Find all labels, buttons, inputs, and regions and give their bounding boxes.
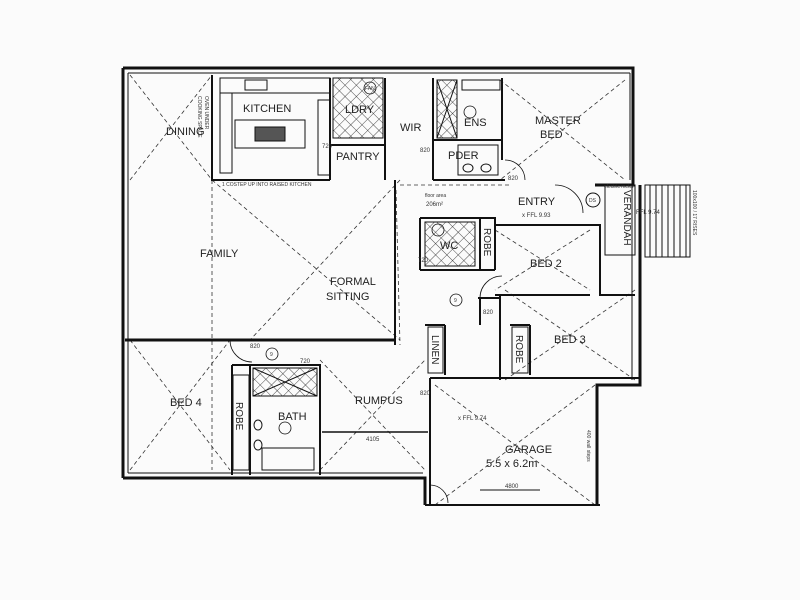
- hall-fixture-icon: [449, 293, 463, 307]
- bed4-robe: [232, 374, 250, 471]
- entry-fixture-label: DS: [589, 198, 597, 204]
- laundry-tiles: [332, 77, 384, 139]
- exterior-wall-inner-lines: [127, 72, 633, 474]
- wc-fan-icon: [431, 223, 445, 237]
- kitchen-fixtures: [219, 77, 331, 176]
- pder-label: PDER: [448, 150, 479, 162]
- ens-label: ENS: [464, 117, 487, 129]
- garage-door-dim: 820: [420, 391, 431, 397]
- bed4-dim: 820: [250, 344, 261, 350]
- dining-note-2: OVEN UNDER: [203, 96, 209, 130]
- wir-label: WIR: [400, 122, 421, 134]
- dining-label: DINING: [166, 126, 205, 138]
- entry-dim: 820: [508, 176, 519, 182]
- master-label-line1: MASTER: [535, 115, 581, 127]
- bed2-label: BED 2: [530, 258, 562, 270]
- ffl-verandah: FFL 9.74: [636, 210, 660, 216]
- hall-fixture-label: 9: [454, 298, 457, 304]
- pantry-label: PANTRY: [336, 151, 380, 163]
- bath-fan-icon: [278, 421, 292, 435]
- ensuite-fixtures: [436, 79, 501, 176]
- bath-fixtures: [252, 367, 318, 471]
- bed3-robe-label: ROBE: [513, 335, 524, 364]
- room-span-lines: [129, 74, 636, 506]
- verandah-label: VERANDAH: [621, 190, 632, 246]
- linen-label: LINEN: [429, 335, 440, 364]
- formal-label-line2: SITTING: [326, 291, 369, 303]
- dining-note-1: COOKING SPACE: [196, 96, 202, 138]
- entry-door-swing: [554, 184, 584, 214]
- bed4-fixture-icon: [265, 347, 279, 361]
- ldry-fan-icon: [363, 81, 377, 95]
- verandah-note-2: electric meter: [604, 184, 634, 190]
- bed4-fixture-label: 9: [270, 352, 273, 358]
- kitchen-label: KITCHEN: [243, 103, 291, 115]
- wc-tiles: [424, 221, 476, 267]
- kitchen-step-note: 1 COSTEP UP INTO RAISED KITCHEN: [222, 182, 312, 188]
- garage-wall-note: 400 wall steps: [585, 430, 591, 462]
- bed2-dim: 820: [483, 310, 494, 316]
- garage-label-line2: 5.5 x 6.2m: [486, 458, 537, 470]
- master-door-swing: [504, 159, 526, 181]
- bed4-robe-label: ROBE: [233, 402, 244, 431]
- bed3-robe: [511, 326, 529, 374]
- pantry-dim: 720: [322, 144, 333, 150]
- bed2-door-swing: [479, 275, 503, 299]
- garage-label-line1: GARAGE: [505, 444, 552, 456]
- floor-area-value: 206m²: [426, 202, 443, 208]
- bed3-label: BED 3: [554, 334, 586, 346]
- rumpus-dim: 4105: [366, 437, 380, 443]
- garage-door-width: 4800: [505, 484, 519, 490]
- ffl-entry: x FFL 9.93: [522, 213, 551, 219]
- bed4-door-swing: [229, 339, 253, 363]
- floor-area-label: floor area: [425, 193, 446, 199]
- verandah-note-1: 100x100 / 17 RISES: [691, 190, 697, 236]
- formal-label-line1: FORMAL: [330, 276, 376, 288]
- wc-label: WC: [440, 240, 458, 252]
- bath-label: BATH: [278, 411, 307, 423]
- master-label-line2: BED: [540, 129, 563, 141]
- garage-door-swing: [429, 484, 449, 504]
- entry-label: ENTRY: [518, 196, 556, 208]
- wc-robe-label: ROBE: [481, 228, 492, 257]
- entry-fixture-icon: [585, 192, 601, 208]
- verandah-steps: [604, 184, 691, 258]
- family-label: FAMILY: [200, 248, 239, 260]
- ldry-label: LDRY: [345, 104, 375, 116]
- linen-cupboard: [427, 326, 444, 374]
- pder-dim: 820: [420, 148, 431, 154]
- ens-fan-icon: [463, 105, 477, 119]
- ldry-fan-label: FAN: [365, 86, 375, 92]
- bed4-label: BED 4: [170, 397, 202, 409]
- interior-walls: [211, 75, 640, 506]
- ffl-garage: x FFL 9.74: [458, 416, 487, 422]
- bath-dim: 720: [300, 359, 311, 365]
- rumpus-label: RUMPUS: [355, 395, 403, 407]
- wc-dim: 720: [418, 258, 429, 264]
